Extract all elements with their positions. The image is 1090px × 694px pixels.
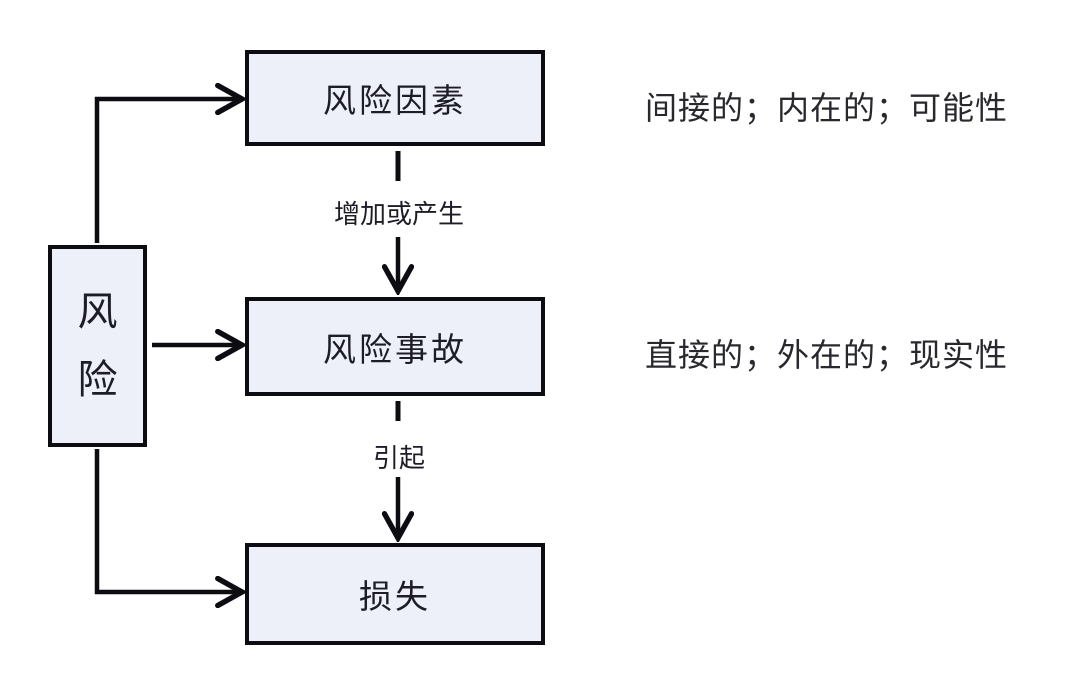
- edge-label-cause: 引起: [368, 438, 430, 475]
- node-loss-label: 损失: [359, 578, 431, 615]
- node-risk-accident-label: 风险事故: [323, 330, 467, 368]
- annotation-factor: 间接的；内在的；可能性: [645, 90, 1009, 126]
- node-loss: 损失: [245, 543, 545, 645]
- annotation-accident: 直接的；外在的；现实性: [645, 337, 1009, 373]
- arrow-risk-to-loss: [94, 449, 238, 592]
- arrow-risk-to-factor: [94, 99, 238, 243]
- edge-label-increase-or-produce: 增加或产生: [329, 194, 469, 231]
- node-risk-accident: 风险事故: [245, 297, 545, 396]
- node-risk-factor: 风险因素: [245, 50, 545, 146]
- node-risk-label: 风险: [77, 290, 118, 402]
- node-risk-factor-label: 风险因素: [323, 82, 467, 119]
- node-risk: 风险: [48, 245, 147, 447]
